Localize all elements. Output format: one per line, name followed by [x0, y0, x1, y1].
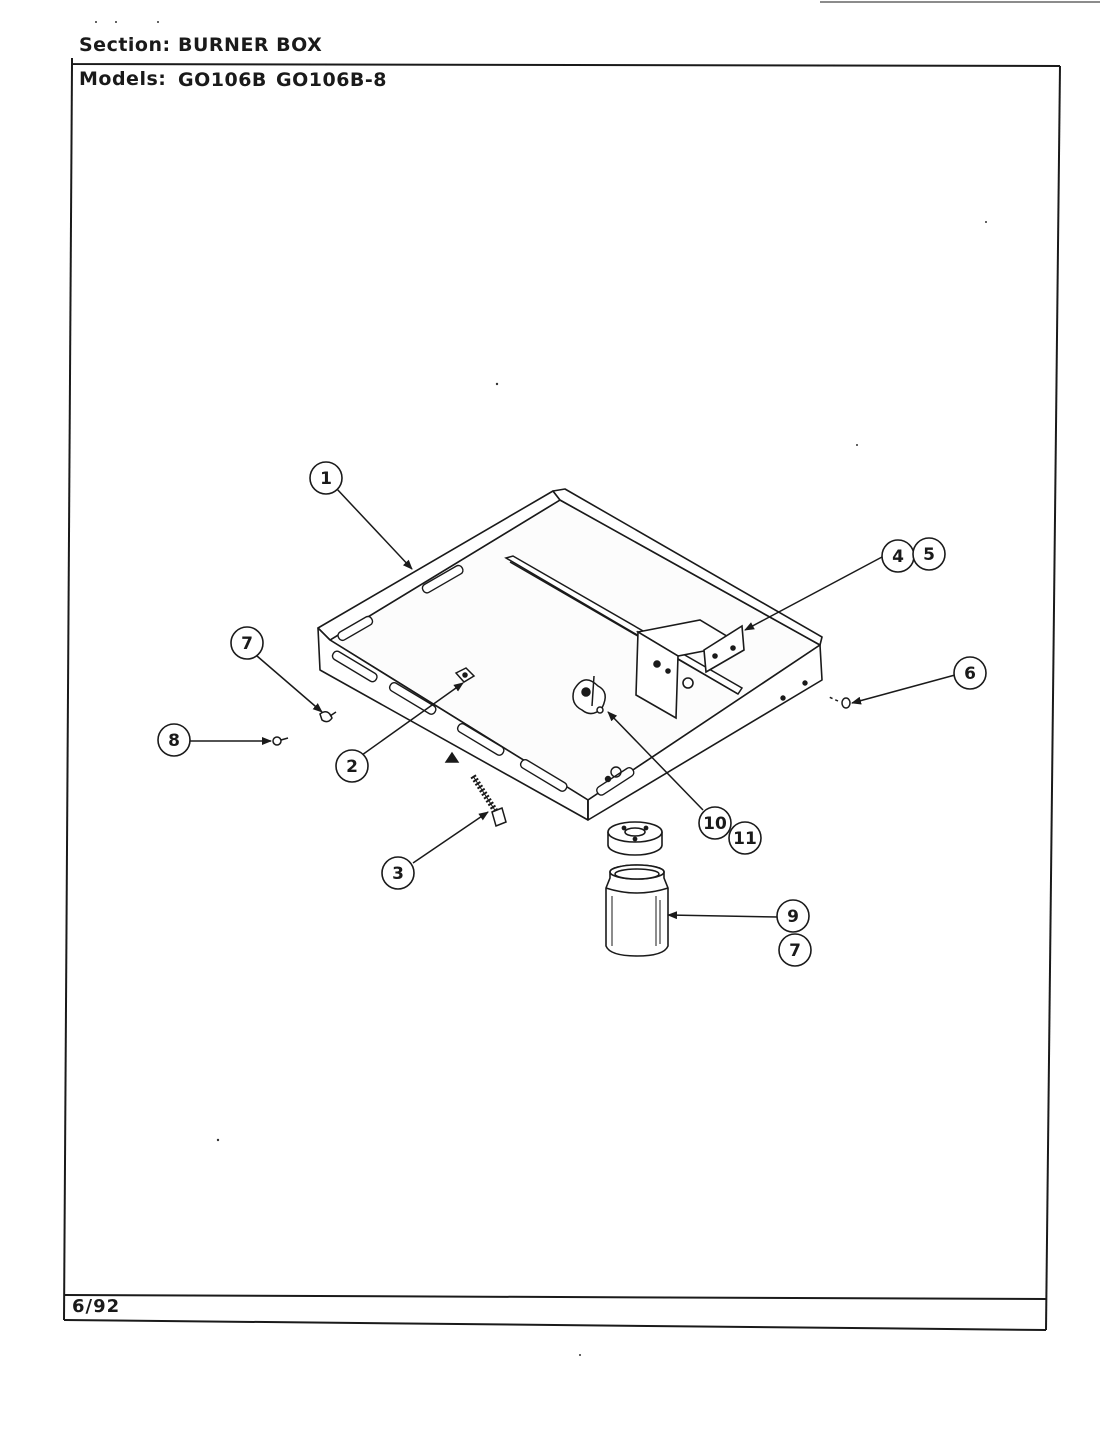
page-frame — [63, 1, 1100, 1331]
callout-label: 1 — [320, 469, 332, 489]
callout-2: 2 — [335, 749, 369, 783]
clip — [319, 711, 337, 723]
revision-date: 6/92 — [72, 1296, 121, 1317]
burner-box-tray — [317, 488, 823, 821]
callout-label: 5 — [923, 545, 935, 565]
callout-7a: 7 — [230, 626, 264, 660]
callout-7b: 7 — [778, 933, 812, 967]
callout-8: 8 — [157, 723, 191, 757]
callouts: 1 2 3 4 5 6 7 8 — [157, 461, 987, 967]
tray-holes — [444, 680, 808, 783]
callout-label: 2 — [346, 757, 358, 777]
vent-slots — [331, 564, 635, 796]
leader-lines — [190, 487, 956, 920]
callout-3: 3 — [381, 856, 415, 890]
callout-label: 9 — [787, 907, 799, 927]
callout-label: 6 — [964, 664, 976, 684]
section-title: BURNER BOX — [178, 34, 323, 56]
jar-lid — [607, 821, 663, 856]
callout-label: 8 — [168, 731, 180, 751]
burner-bracket — [635, 619, 745, 720]
callout-label: 4 — [892, 547, 904, 567]
callout-10: 10 — [698, 806, 732, 840]
callout-9: 9 — [776, 899, 810, 933]
callout-label: 7 — [789, 941, 801, 961]
callout-5: 5 — [912, 537, 946, 571]
orifice-holder — [572, 675, 606, 715]
bolt — [470, 774, 507, 828]
callout-1: 1 — [309, 461, 343, 495]
callout-label: 10 — [703, 814, 727, 834]
small-screw — [272, 736, 289, 746]
models-label: Models: — [79, 68, 167, 90]
jar — [605, 864, 669, 957]
callout-4: 4 — [881, 539, 915, 573]
callout-label: 3 — [392, 864, 404, 884]
callout-label: 7 — [241, 634, 253, 654]
scan-specks — [95, 21, 987, 1356]
section-label: Section: — [79, 34, 171, 56]
screw — [828, 696, 851, 709]
callout-label: 11 — [733, 829, 757, 849]
square-nut — [454, 667, 476, 683]
model-number: GO106B — [178, 69, 267, 91]
callout-6: 6 — [953, 656, 987, 690]
model-number: GO106B-8 — [276, 69, 387, 91]
callout-11: 11 — [728, 821, 762, 855]
